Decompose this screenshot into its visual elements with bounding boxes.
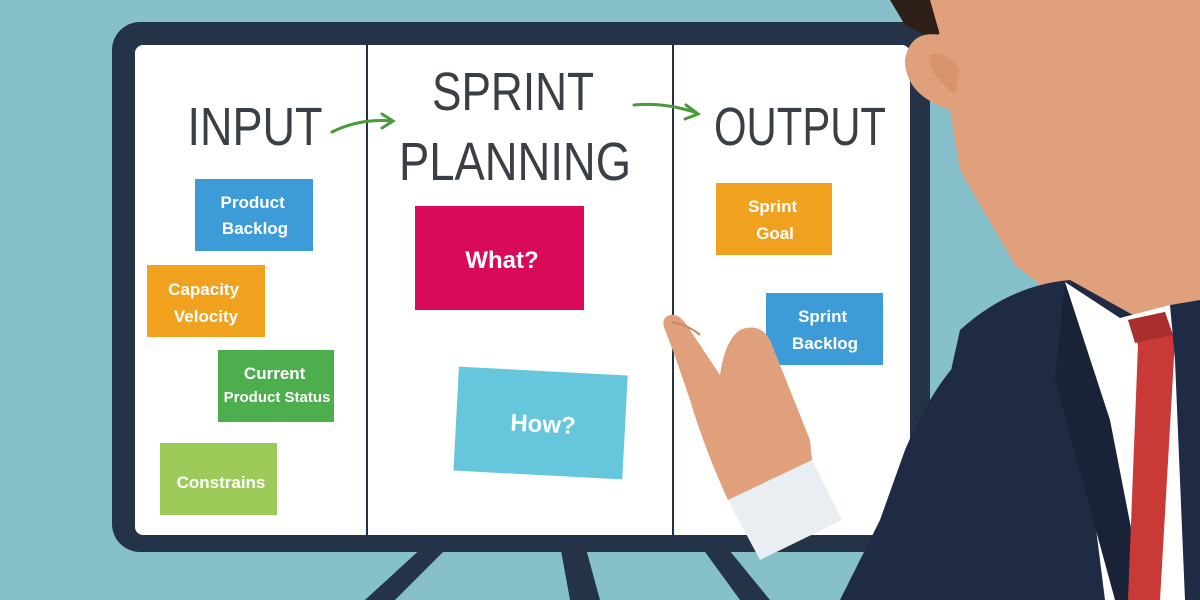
note-line: How? — [510, 409, 577, 439]
heading-input: INPUT — [188, 97, 323, 157]
note-line: What? — [465, 247, 538, 274]
svg-text:How?: How? — [510, 409, 577, 439]
note-capacity-velocity: Capacity Velocity — [147, 265, 265, 337]
easel-stand — [365, 545, 770, 600]
svg-text:Capacity Velocity: Capacity Velocity — [168, 280, 244, 326]
heading-output: OUTPUT — [714, 97, 886, 157]
note-product-backlog: Product Backlog — [195, 179, 313, 251]
note-line: Goal — [756, 224, 794, 243]
note-line: Sprint — [798, 307, 847, 326]
svg-text:Constrains: Constrains — [177, 473, 266, 492]
note-how: How? — [453, 366, 628, 480]
note-line: Product Status — [224, 389, 331, 406]
svg-text:Current Product Status: Current Product Status — [224, 364, 331, 406]
note-line: Sprint — [748, 197, 797, 216]
note-sprint-backlog: Sprint Backlog — [766, 293, 883, 365]
note-constrains: Constrains — [160, 443, 277, 515]
svg-text:Sprint Backlog: Sprint Backlog — [792, 307, 858, 353]
note-line: Capacity — [168, 280, 239, 299]
svg-text:What?: What? — [465, 247, 538, 274]
note-line: Backlog — [222, 219, 288, 238]
svg-text:Product Backlog: Product Backlog — [221, 193, 290, 238]
note-line: Backlog — [792, 334, 858, 353]
note-line: Velocity — [174, 307, 239, 326]
presenter-figure — [663, 0, 1200, 600]
arrow-icon — [632, 102, 702, 121]
note-current-product-status: Current Product Status — [218, 350, 334, 422]
note-sprint-goal: Sprint Goal — [716, 183, 832, 255]
note-line: Constrains — [177, 473, 266, 492]
heading-sprint: SPRINT — [432, 62, 594, 122]
svg-text:Sprint Goal: Sprint Goal — [748, 197, 802, 243]
note-what: What? — [415, 206, 584, 310]
note-line: Product — [221, 193, 286, 212]
heading-planning: PLANNING — [399, 132, 631, 192]
arrow-icon — [330, 112, 396, 134]
note-line: Current — [244, 364, 306, 383]
